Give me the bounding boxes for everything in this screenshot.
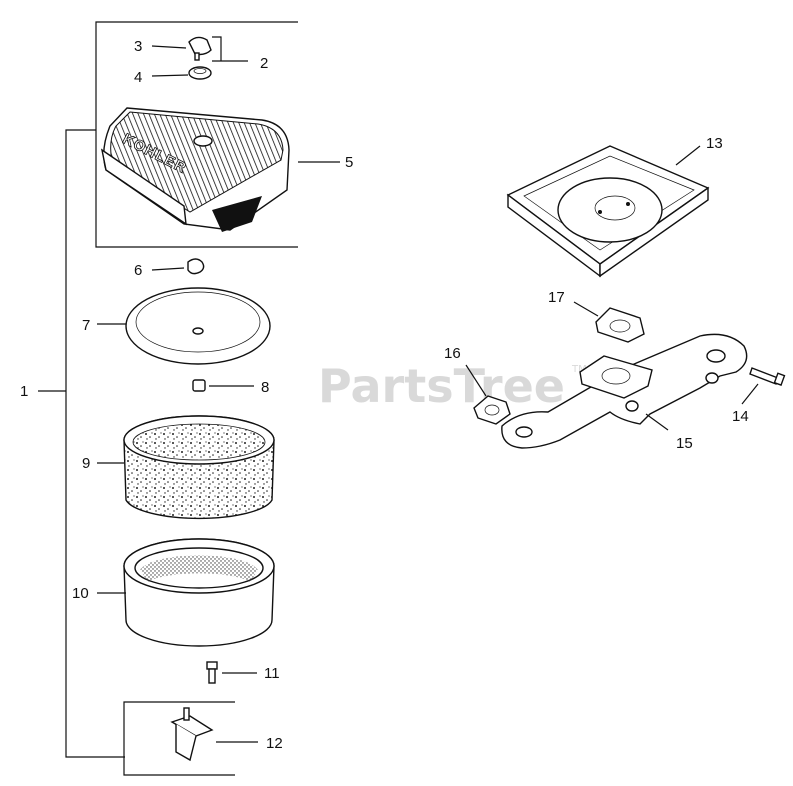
callout-9: 9 [82, 455, 90, 472]
callout-13: 13 [706, 135, 723, 152]
part-10-filter-element[interactable] [97, 538, 275, 647]
watermark-text: PartsTree [318, 359, 565, 413]
part-13-base-plate[interactable] [506, 145, 710, 278]
callout-3: 3 [134, 38, 142, 55]
part-15-manifold[interactable] [501, 333, 748, 449]
part-9-precleaner[interactable] [97, 415, 275, 520]
callout-10: 10 [72, 585, 89, 602]
part-17-gasket[interactable] [573, 301, 645, 343]
cover-assembly-box [95, 21, 298, 248]
part-4-grommet[interactable] [151, 66, 212, 80]
callout-8: 8 [261, 379, 269, 396]
callout-labels: 1 2 3 4 5 6 7 8 9 10 11 12 13 14 15 16 1… [20, 38, 749, 752]
part-11-screw[interactable] [206, 661, 257, 684]
watermark: PartsTree TM [318, 359, 587, 413]
callout-4: 4 [134, 69, 142, 86]
part-7-top-plate[interactable] [97, 287, 271, 365]
callout-11: 11 [264, 665, 280, 682]
callout-6: 6 [134, 262, 142, 279]
part-8-nut[interactable] [192, 379, 254, 392]
callout-12: 12 [266, 735, 283, 752]
bracket-box [123, 701, 235, 776]
part-12-bracket[interactable] [170, 707, 258, 762]
part-3-knob[interactable] [151, 36, 212, 61]
callout-2: 2 [260, 55, 268, 72]
part-6-wing-nut[interactable] [151, 258, 205, 275]
callout-17: 17 [548, 289, 565, 306]
callout-5: 5 [345, 154, 353, 171]
callout-14: 14 [732, 408, 749, 425]
part-16-gasket[interactable] [465, 364, 511, 425]
callout-bracket-2 [212, 36, 248, 62]
assembly-bracket-1 [38, 129, 125, 758]
watermark-trademark: TM [571, 364, 587, 375]
part-14-bolt[interactable] [741, 367, 786, 405]
callout-16: 16 [444, 345, 461, 362]
callout-15: 15 [676, 435, 693, 452]
part-5-cover[interactable]: KOHLER [100, 107, 340, 232]
callout-7: 7 [82, 317, 90, 334]
callout-1: 1 [20, 383, 28, 400]
